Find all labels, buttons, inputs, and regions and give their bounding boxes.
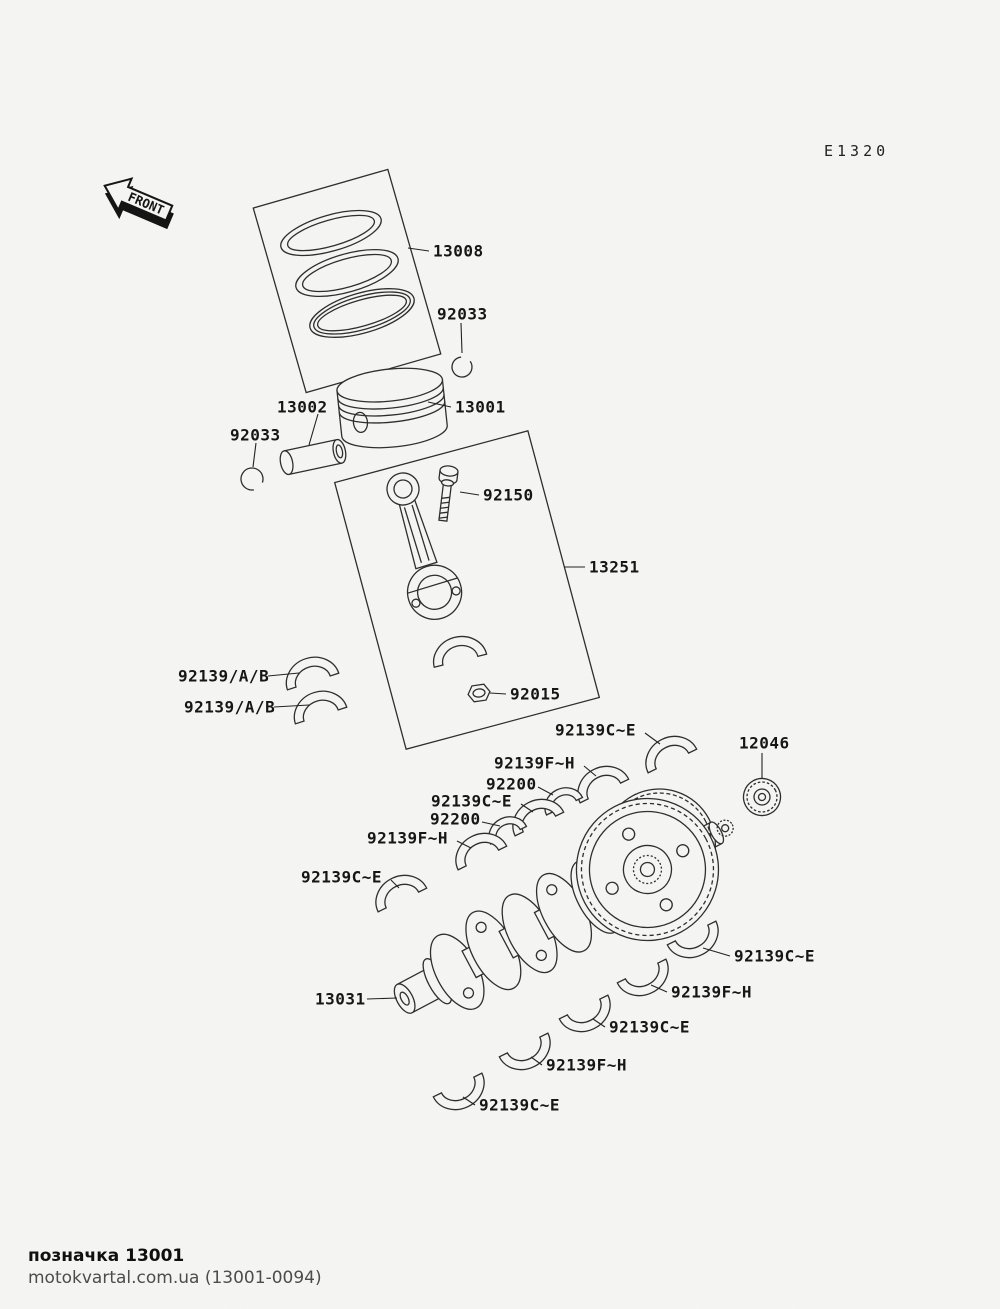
callout-13031: 13031 [315, 989, 366, 1009]
callout-92139ab-1: 92139/A/B [178, 666, 270, 686]
callout-92033-top: 92033 [437, 304, 488, 324]
callout-12046: 12046 [739, 733, 790, 753]
callout-92139ce-6: 92139C~E [479, 1095, 561, 1115]
callout-13251: 13251 [589, 557, 640, 577]
callout-92139fh-3: 92139F~H [671, 982, 753, 1002]
callout-92139ce-3: 92139C~E [301, 867, 383, 887]
callout-13002: 13002 [277, 397, 328, 417]
callout-92200-1: 92200 [486, 774, 537, 794]
callout-13001: 13001 [455, 397, 506, 417]
callout-92139ce-4: 92139C~E [734, 946, 816, 966]
callout-92139ce-2: 92139C~E [431, 791, 513, 811]
footer-site-line: motokvartal.com.ua (13001-0094) [28, 1268, 322, 1288]
callout-92015: 92015 [510, 684, 561, 704]
footer-mark-label: позначка 13001 [28, 1246, 185, 1266]
callout-92150: 92150 [483, 485, 534, 505]
callout-92139ce-5: 92139C~E [609, 1017, 691, 1037]
callout-92200-2: 92200 [430, 809, 481, 829]
callout-92139ce-1: 92139C~E [555, 720, 637, 740]
diagram-code: E1320 [824, 142, 890, 160]
callout-92033-left: 92033 [230, 425, 281, 445]
callout-92139ab-2: 92139/A/B [184, 697, 276, 717]
callout-92139fh-4: 92139F~H [546, 1055, 628, 1075]
callout-13008: 13008 [433, 241, 484, 261]
callout-92139fh-1: 92139F~H [494, 753, 576, 773]
callout-92139fh-2: 92139F~H [367, 828, 449, 848]
